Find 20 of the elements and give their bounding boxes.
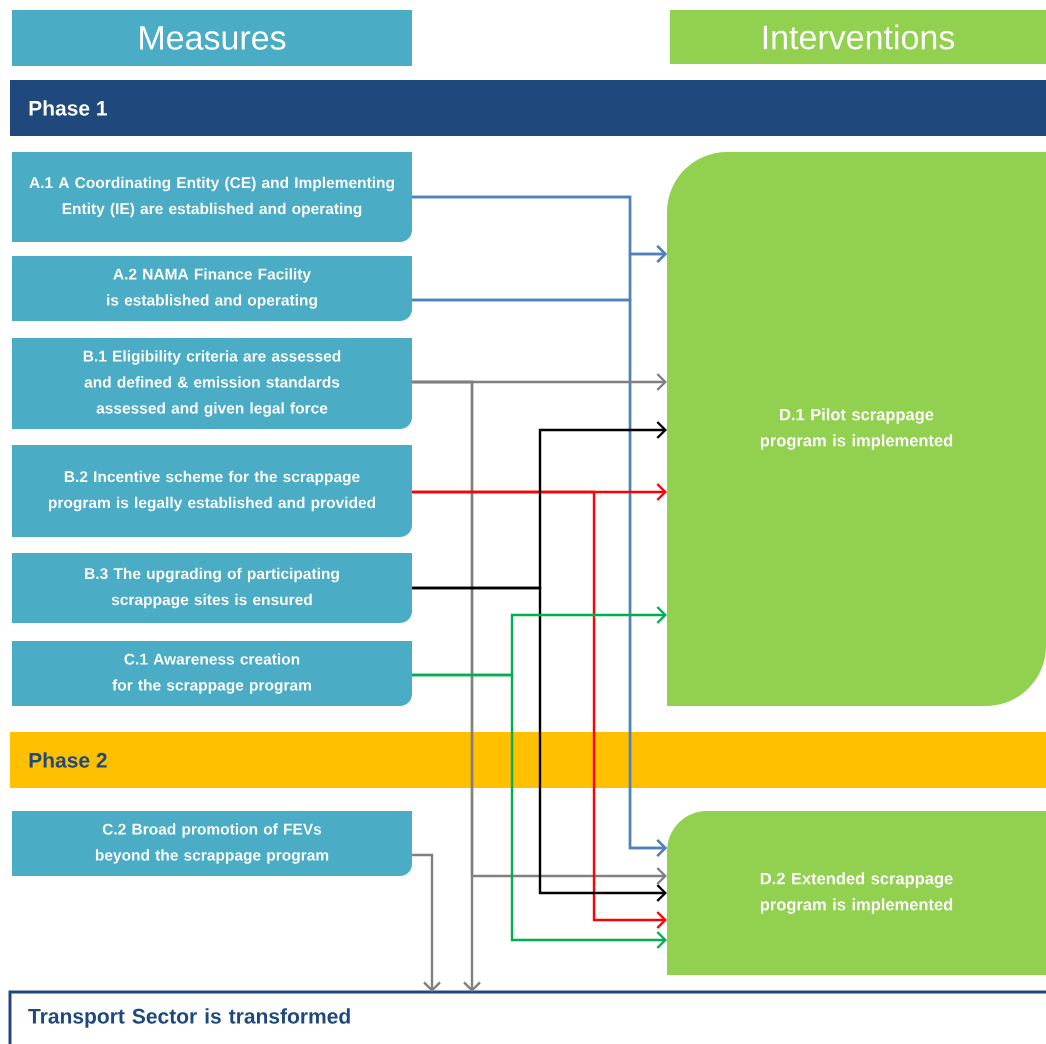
intervention-box: D.2 Extended scrappage program is implemented: [667, 811, 1046, 975]
arrow: [412, 853, 441, 992]
intervention-box: D.1 Pilot scrappage program is implemented: [667, 152, 1046, 706]
arrow: [412, 490, 667, 929]
measure-box: A.2 NAMA Finance Facility is established and operating: [12, 256, 412, 321]
arrow: [412, 586, 667, 902]
header-box: Measures: [12, 10, 412, 66]
measure-box: C.1 Awareness creation for the scrappage program: [12, 641, 412, 706]
arrow: [412, 673, 667, 949]
measure-box: C.2 Broad promotion of FEVs beyond the scrappage program: [12, 811, 412, 876]
measure-box: A.1 A Coordinating Entity (CE) and Implementing Entity (IE) are established and operating: [12, 152, 412, 242]
measure-box: B.2 Incentive scheme for the scrappage program is legally established and provided: [12, 445, 412, 537]
phase-band: Phase 2: [10, 732, 1046, 788]
phase-band: Phase 1: [10, 80, 1046, 136]
arrow: [412, 380, 481, 992]
header-box: Interventions: [670, 10, 1046, 64]
measure-box: B.3 The upgrading of participating scrappage sites is ensured: [12, 553, 412, 623]
arrow: [412, 298, 667, 857]
outcome-band: Transport Sector is transformed: [8, 990, 1046, 1044]
measure-box: B.1 Eligibility criteria are assessed and defined & emission standards assessed and given legal force: [12, 338, 412, 429]
